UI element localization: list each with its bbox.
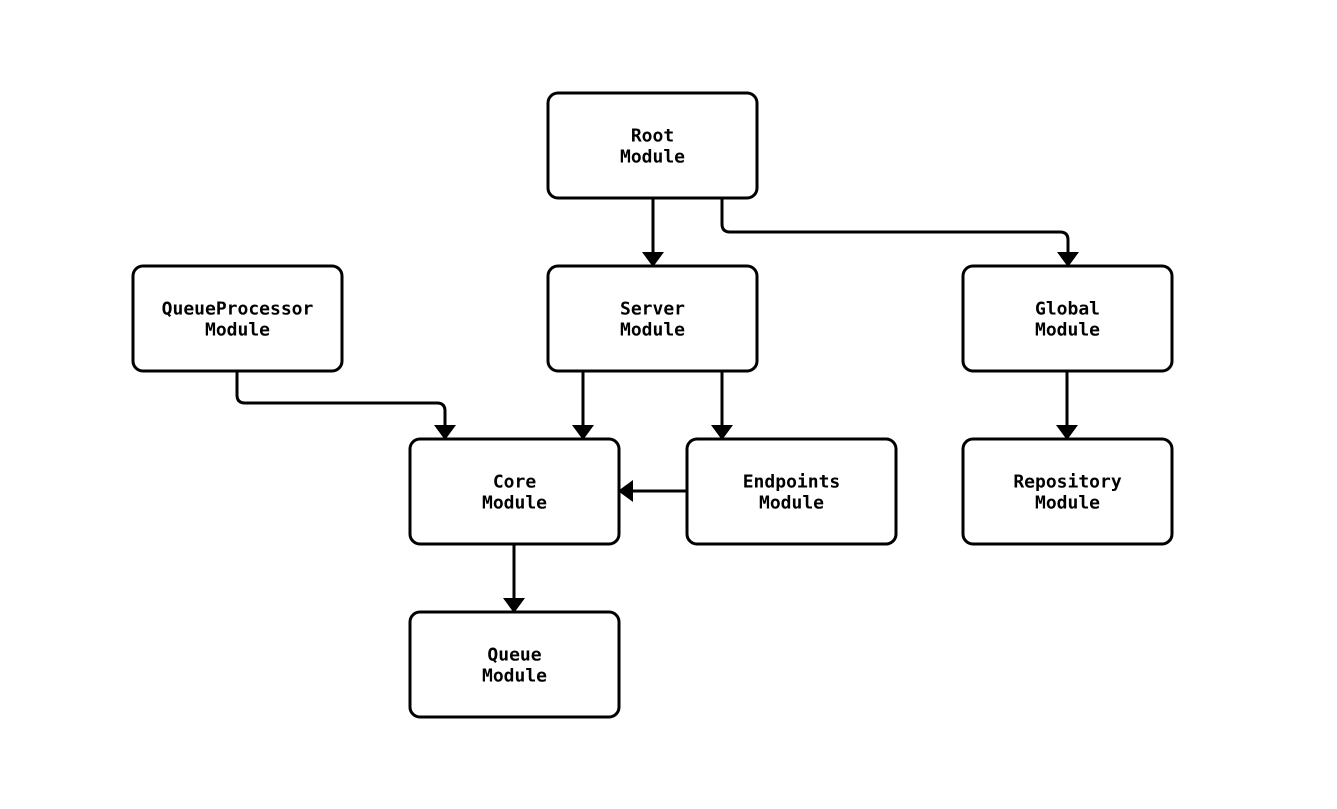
node-core-box xyxy=(408,437,621,546)
node-queueprocessor-box xyxy=(131,264,344,373)
node-endpoints-box xyxy=(685,437,898,546)
edge-queueprocessor-to-core xyxy=(235,371,456,440)
node-root-box xyxy=(546,91,759,200)
edge-root-to-global xyxy=(720,198,1079,267)
node-repository-box xyxy=(961,437,1174,546)
node-server-box xyxy=(546,264,759,373)
node-queue-box xyxy=(408,610,621,719)
edges-layer xyxy=(235,198,1079,613)
node-global-box xyxy=(961,264,1174,373)
